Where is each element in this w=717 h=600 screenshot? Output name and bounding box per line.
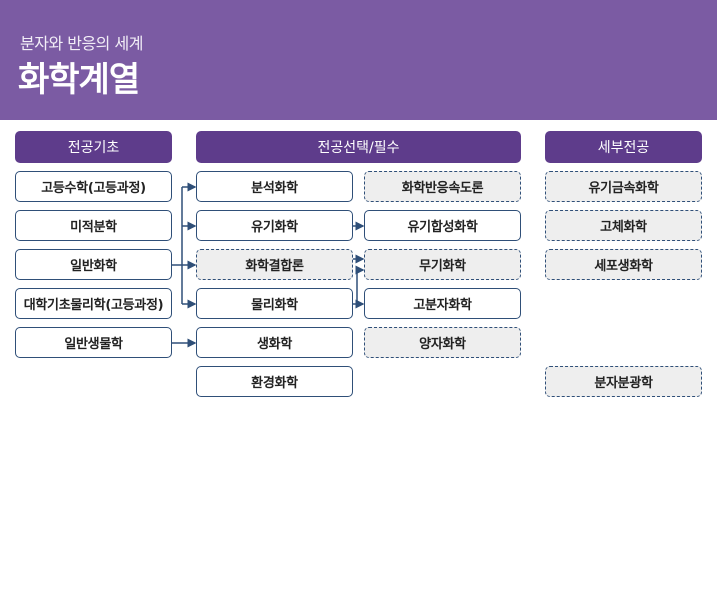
page-header: 분자와 반응의 세계 화학계열 xyxy=(0,0,717,120)
course-box: 양자화학 xyxy=(364,327,521,358)
course-box: 물리화학 xyxy=(196,288,353,319)
course-box: 일반생물학 xyxy=(15,327,172,358)
course-box: 유기합성화학 xyxy=(364,210,521,241)
column-header-required: 전공선택/필수 xyxy=(196,131,521,163)
column-header-detail: 세부전공 xyxy=(545,131,702,163)
course-box: 무기화학 xyxy=(364,249,521,280)
course-box: 대학기초물리학(고등과정) xyxy=(15,288,172,319)
course-box: 분석화학 xyxy=(196,171,353,202)
course-box: 분자분광학 xyxy=(545,366,702,397)
course-box: 환경화학 xyxy=(196,366,353,397)
course-box: 고분자화학 xyxy=(364,288,521,319)
course-box: 일반화학 xyxy=(15,249,172,280)
course-box: 유기금속화학 xyxy=(545,171,702,202)
course-box: 생화학 xyxy=(196,327,353,358)
column-header-basic: 전공기초 xyxy=(15,131,172,163)
course-box: 화학결합론 xyxy=(196,249,353,280)
course-box: 유기화학 xyxy=(196,210,353,241)
course-box: 고등수학(고등과정) xyxy=(15,171,172,202)
course-box: 화학반응속도론 xyxy=(364,171,521,202)
page-subtitle: 분자와 반응의 세계 xyxy=(20,34,143,53)
course-box: 미적분학 xyxy=(15,210,172,241)
course-box: 세포생화학 xyxy=(545,249,702,280)
course-box: 고체화학 xyxy=(545,210,702,241)
page-title: 화학계열 xyxy=(18,60,140,100)
